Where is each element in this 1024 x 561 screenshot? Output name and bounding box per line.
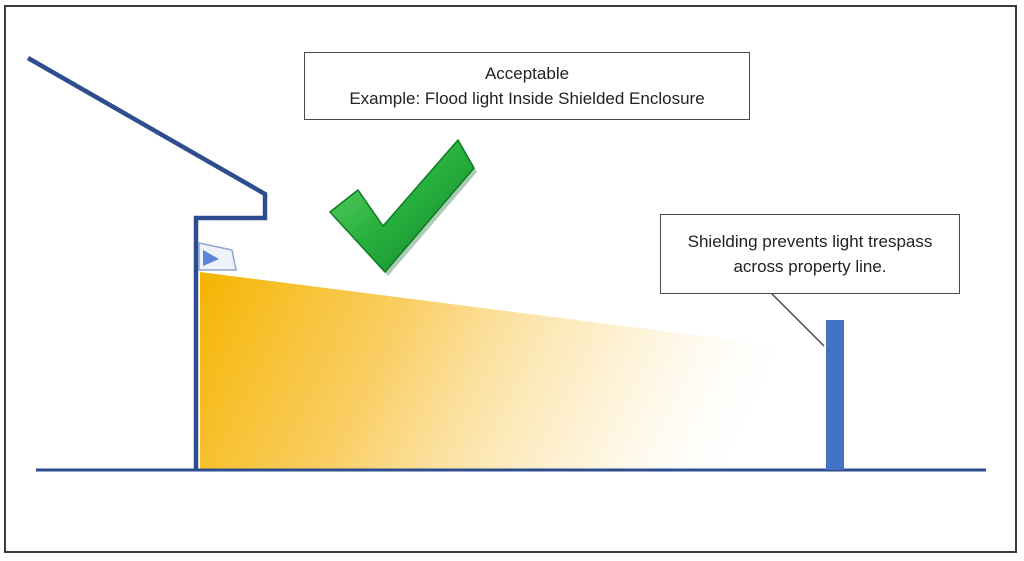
callout-example-text: Example: Flood light Inside Shielded Enc…: [349, 89, 705, 108]
light-beam: [200, 272, 828, 470]
property-line-post: [826, 320, 844, 470]
flood-light-enclosure-icon: [198, 242, 237, 271]
checkmark-icon: [329, 139, 477, 276]
shielding-callout: Shielding prevents light trespass across…: [660, 214, 960, 294]
diagram-frame: [4, 5, 1017, 553]
house-outline: [26, 56, 268, 470]
callout-leader-line: [771, 293, 825, 347]
acceptable-callout: Acceptable Example: Flood light Inside S…: [304, 52, 750, 120]
callout-heading: Acceptable: [484, 64, 570, 83]
shielding-text-line-2: across property line.: [733, 257, 887, 276]
shielding-text-line-1: Shielding prevents light trespass: [687, 232, 933, 251]
